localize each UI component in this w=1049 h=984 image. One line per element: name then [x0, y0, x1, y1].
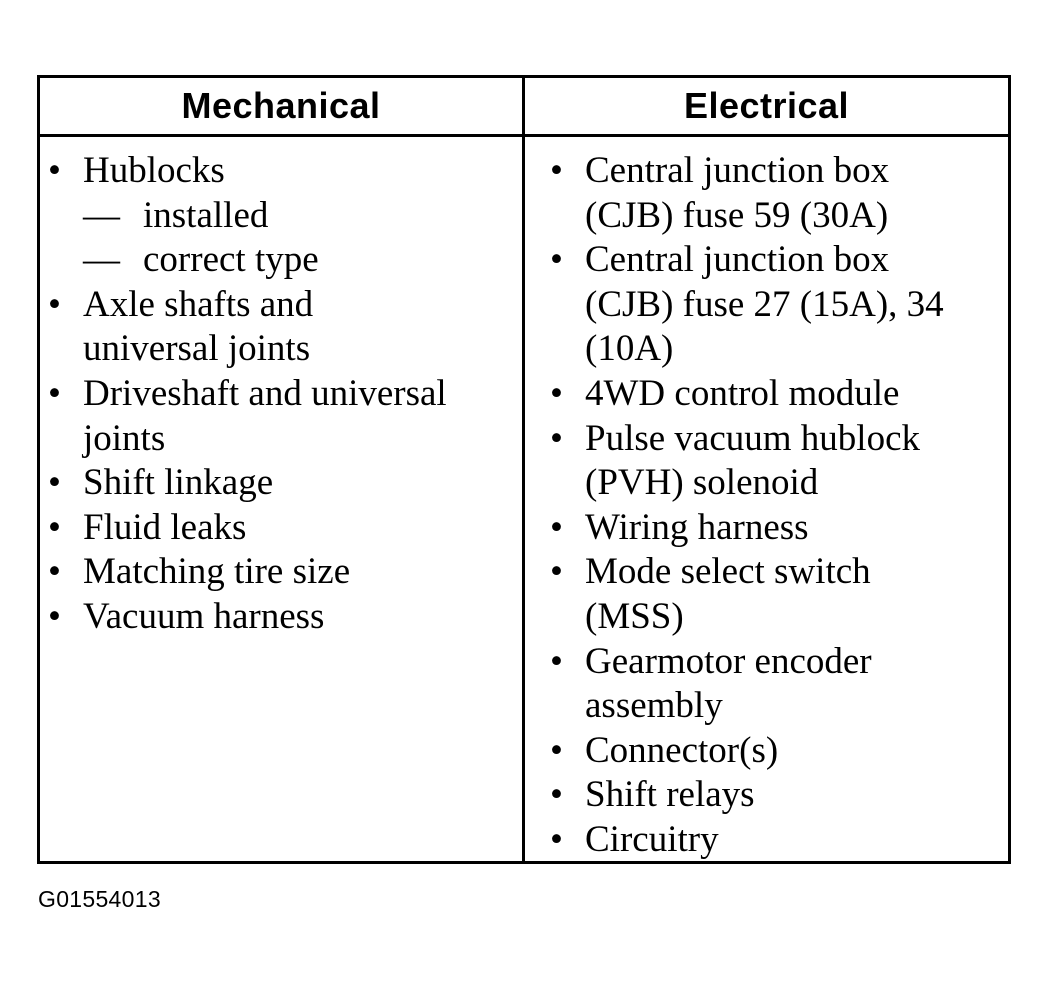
bullet-icon: •	[48, 372, 61, 414]
bullet-icon: •	[550, 729, 563, 771]
list-item: • Central junction box (CJB) fuse 59 (30…	[550, 149, 1008, 238]
bullet-icon: •	[550, 417, 563, 459]
sub-item-text: correct type	[143, 239, 319, 281]
list-item: • Gearmotor encoder assembly	[550, 640, 1008, 729]
bullet-icon: •	[550, 372, 563, 414]
bullet-icon: •	[48, 506, 61, 548]
bullet-icon: •	[48, 462, 61, 504]
bullet-icon: •	[48, 150, 61, 191]
list-item: • Driveshaft and universal joints	[48, 372, 522, 461]
list-item: • Vacuum harness	[48, 595, 522, 640]
item-text: Matching tire size	[83, 551, 351, 593]
item-text: Hublocks	[83, 150, 225, 191]
list-item: • Mode select switch (MSS)	[550, 550, 1008, 639]
bullet-icon: •	[48, 551, 61, 593]
item-line: (CJB) fuse 27 (15A), 34	[585, 283, 944, 325]
sub-item-text: installed	[143, 194, 269, 236]
list-item: • Pulse vacuum hublock (PVH) solenoid	[550, 417, 1008, 506]
list-item: • Matching tire size	[48, 550, 522, 595]
list-item: • Axle shafts and universal joints	[48, 283, 522, 372]
header-electrical: Electrical	[525, 78, 1008, 137]
item-line: Driveshaft and universal	[83, 372, 447, 414]
item-line: assembly	[585, 685, 723, 727]
item-line: (PVH) solenoid	[585, 462, 819, 504]
bullet-icon: •	[550, 551, 563, 593]
diagnosis-table: Mechanical Electrical • Hublocks — instal…	[37, 75, 1011, 864]
list-item: • Connector(s)	[550, 729, 1008, 774]
bullet-icon: •	[550, 150, 563, 191]
bullet-icon: •	[550, 239, 563, 281]
item-line: joints	[83, 417, 166, 459]
bullet-icon: •	[550, 774, 563, 816]
item-line: Central junction box	[585, 150, 890, 191]
item-line: Mode select switch	[585, 551, 871, 593]
list-item: • Circuitry	[550, 818, 1008, 863]
mechanical-list: • Hublocks — installed — correct type • Ax…	[48, 149, 522, 640]
item-text: 4WD control module	[585, 372, 900, 414]
item-text: Shift relays	[585, 774, 755, 816]
item-line: (CJB) fuse 59 (30A)	[585, 194, 889, 236]
list-item: • Fluid leaks	[48, 506, 522, 551]
bullet-icon: •	[550, 818, 563, 860]
item-text: Vacuum harness	[83, 595, 325, 637]
list-item: • Shift relays	[550, 773, 1008, 818]
electrical-column: • Central junction box (CJB) fuse 59 (30…	[525, 137, 1008, 863]
list-item: • 4WD control module	[550, 372, 1008, 417]
list-item: • Wiring harness	[550, 506, 1008, 551]
sub-item: — correct type	[83, 238, 522, 283]
item-line: Pulse vacuum hublock	[585, 417, 921, 459]
bullet-icon: •	[550, 640, 563, 682]
item-line: Gearmotor encoder	[585, 640, 872, 682]
electrical-list: • Central junction box (CJB) fuse 59 (30…	[550, 149, 1008, 863]
list-item: • Shift linkage	[48, 461, 522, 506]
list-item: • Central junction box (CJB) fuse 27 (15…	[550, 238, 1008, 372]
bullet-icon: •	[48, 595, 61, 637]
item-text: Shift linkage	[83, 462, 274, 504]
item-line: (10A)	[585, 328, 674, 370]
item-text: Wiring harness	[585, 506, 809, 548]
dash-icon: —	[83, 194, 120, 236]
item-line: Central junction box	[585, 239, 890, 281]
dash-icon: —	[83, 239, 120, 281]
item-text: Connector(s)	[585, 729, 779, 771]
item-text: Fluid leaks	[83, 506, 247, 548]
header-mechanical: Mechanical	[40, 78, 525, 137]
item-line: Axle shafts and	[83, 283, 314, 325]
item-text: Circuitry	[585, 818, 719, 860]
figure-id: G01554013	[38, 886, 161, 912]
bullet-icon: •	[48, 283, 61, 325]
mechanical-column: • Hublocks — installed — correct type • Ax…	[40, 137, 525, 863]
list-item: • Hublocks — installed — correct type	[48, 149, 522, 283]
sub-item: — installed	[83, 194, 522, 239]
bullet-icon: •	[550, 506, 563, 548]
item-line: (MSS)	[585, 595, 684, 637]
item-line: universal joints	[83, 328, 311, 370]
